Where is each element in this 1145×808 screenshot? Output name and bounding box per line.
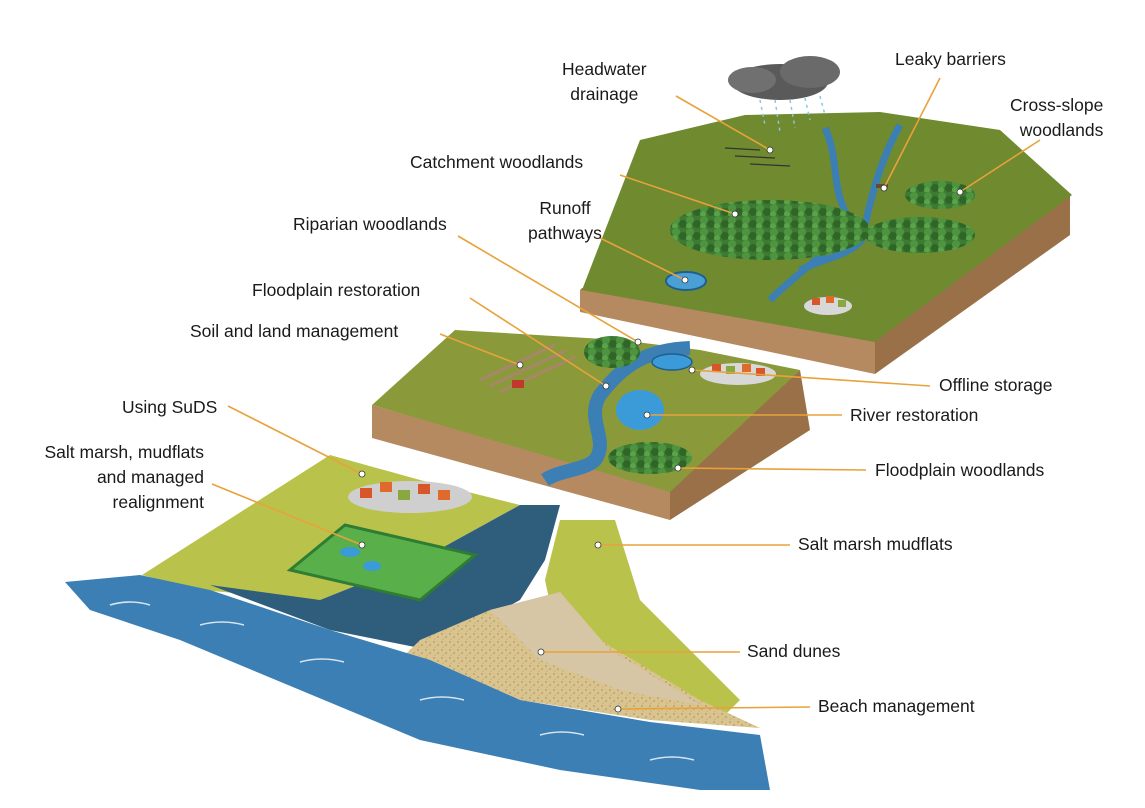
leader-suds bbox=[227, 405, 363, 475]
label-beach-management: Beach management bbox=[818, 696, 975, 716]
marker-dots bbox=[358, 146, 964, 713]
leader-floodplain-wood bbox=[677, 467, 867, 471]
label-salt-marsh-realignment: Salt marsh, mudflats and managed realign… bbox=[44, 442, 205, 512]
managed-realignment bbox=[286, 523, 479, 602]
rain-cloud-icon bbox=[728, 56, 840, 133]
leader-salt-marsh bbox=[211, 483, 363, 546]
label-riparian-woodlands: Riparian woodlands bbox=[293, 214, 447, 234]
leader-soil bbox=[439, 333, 521, 366]
leader-offline bbox=[691, 369, 931, 387]
leader-headwater bbox=[675, 95, 771, 151]
label-using-suds: Using SuDS bbox=[122, 397, 218, 417]
coastal-right-land bbox=[545, 520, 740, 720]
label-headwater-drainage: Headwater drainage bbox=[562, 59, 647, 104]
leader-leaky bbox=[883, 77, 941, 189]
label-river-restoration: River restoration bbox=[850, 405, 979, 425]
leader-riparian bbox=[457, 235, 639, 343]
label-offline-storage: Offline storage bbox=[939, 375, 1053, 395]
river-restoration-wetland bbox=[616, 390, 664, 430]
leader-runoff bbox=[599, 237, 686, 281]
tractor-icon bbox=[512, 380, 524, 388]
catchment-woodland bbox=[670, 200, 870, 260]
label-salt-marsh-mudflats: Salt marsh mudflats bbox=[798, 534, 953, 554]
catchment-woodland-2 bbox=[865, 217, 975, 253]
offline-storage-pond bbox=[651, 353, 693, 371]
sea bbox=[65, 575, 770, 790]
leader-beach bbox=[617, 706, 811, 710]
label-floodplain-woodlands: Floodplain woodlands bbox=[875, 460, 1045, 480]
leader-catchment bbox=[619, 174, 736, 215]
headwater-drain-lines bbox=[724, 147, 791, 167]
label-floodplain-restoration: Floodplain restoration bbox=[252, 280, 421, 300]
riparian-woodland bbox=[584, 336, 640, 368]
label-sand-dunes: Sand dunes bbox=[747, 641, 841, 661]
coastal-block bbox=[65, 455, 770, 790]
floodplain-soil-front bbox=[372, 405, 670, 520]
upland-soil-front bbox=[580, 290, 875, 374]
floodplain-river bbox=[541, 341, 691, 487]
label-soil-land-management: Soil and land management bbox=[190, 321, 399, 341]
dune-ridge bbox=[490, 592, 700, 705]
sea-waves bbox=[109, 601, 695, 761]
upland-soil-right bbox=[875, 195, 1070, 374]
leader-lines bbox=[211, 77, 1041, 710]
label-leaky-barriers: Leaky barriers bbox=[895, 49, 1006, 69]
floodplain-soil-right bbox=[670, 370, 810, 520]
leader-cross-slope bbox=[959, 139, 1041, 193]
upland-block bbox=[580, 112, 1072, 374]
cross-slope-woodland bbox=[905, 181, 975, 209]
label-catchment-woodlands: Catchment woodlands bbox=[410, 152, 584, 172]
label-cross-slope-woodlands: Cross-slope woodlands bbox=[1010, 95, 1104, 140]
floodplain-woodland bbox=[608, 442, 692, 474]
label-runoff-pathways: Runoff pathways bbox=[528, 198, 602, 243]
leader-floodplain-rest bbox=[469, 297, 607, 387]
